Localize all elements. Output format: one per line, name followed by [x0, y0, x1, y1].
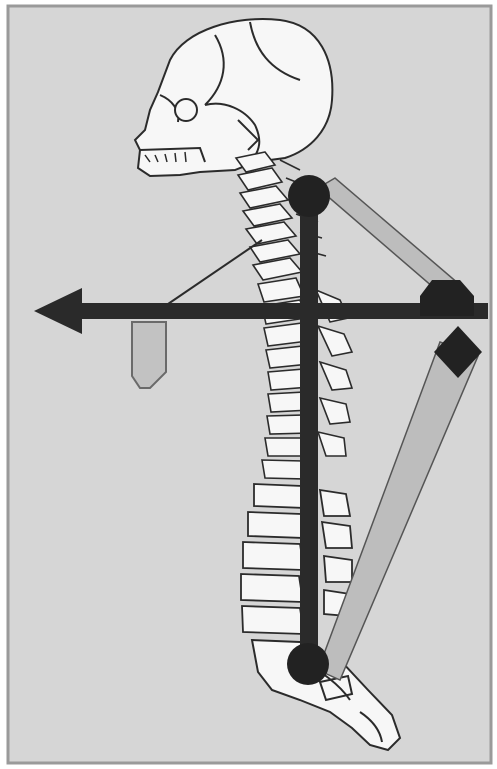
upper-pivot-joint	[288, 175, 330, 217]
lower-pivot-joint	[287, 643, 329, 685]
lumbar-spine	[241, 484, 352, 634]
vertical-lever-bar	[300, 196, 318, 666]
load-weight	[132, 322, 166, 388]
